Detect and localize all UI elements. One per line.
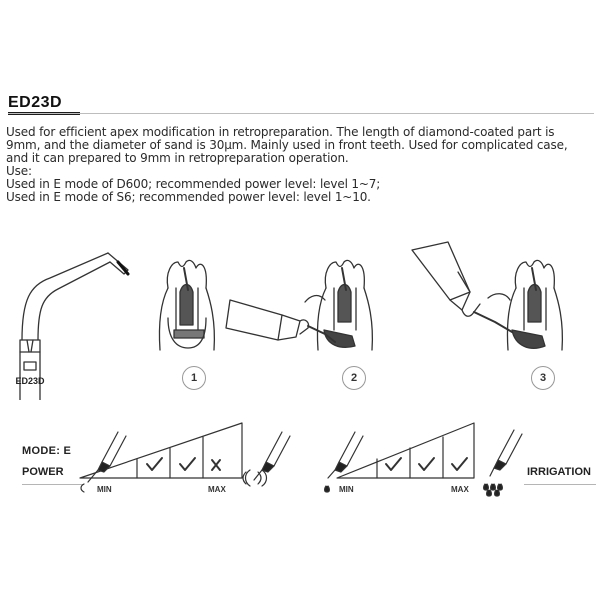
title-underline xyxy=(8,113,594,114)
description-line: Used in E mode of S6; recommended power … xyxy=(6,190,371,204)
step1-tooth xyxy=(158,259,216,351)
step2-tooth-and-instrument xyxy=(225,259,374,351)
irrigation-max-label: MAX xyxy=(451,485,469,494)
tip-label: ED23D xyxy=(15,376,45,386)
step-number-2: 2 xyxy=(342,366,366,390)
step-number-3: 3 xyxy=(531,366,555,390)
irrigation-min-handpiece-icon xyxy=(324,431,364,493)
product-description: Used for efficient apex modification in … xyxy=(6,126,598,204)
step3-tooth-and-instrument xyxy=(411,241,564,351)
irrigation-label: IRRIGATION xyxy=(527,466,591,478)
step-number-1: 1 xyxy=(182,366,206,390)
description-line: Used in E mode of D600; recommended powe… xyxy=(6,177,381,191)
power-baseline-left xyxy=(22,484,84,485)
ed23d-tip-drawing xyxy=(19,252,130,400)
product-code-title: ED23D xyxy=(8,94,63,111)
irrigation-max-handpiece-icon xyxy=(483,429,523,497)
power-label: POWER xyxy=(22,466,64,478)
mode-label: MODE: E xyxy=(22,445,72,457)
power-min-handpiece-icon xyxy=(80,431,127,493)
power-irrigation-scales: MIN MAX MIN MAX xyxy=(79,422,523,497)
procedure-illustration: ED23D xyxy=(15,241,564,400)
irrigation-min-label: MIN xyxy=(339,485,354,494)
description-line: Use: xyxy=(6,164,32,178)
irrigation-scale xyxy=(336,422,475,479)
power-max-label: MAX xyxy=(208,485,226,494)
power-max-handpiece-icon xyxy=(242,431,291,487)
irrigation-baseline-right xyxy=(524,484,596,485)
description-line: Used for efficient apex modification in … xyxy=(6,125,555,139)
description-line: and it can prepared to 9mm in retroprepa… xyxy=(6,151,349,165)
power-min-label: MIN xyxy=(97,485,112,494)
power-scale xyxy=(79,422,243,479)
description-line: 9mm, and the diameter of sand is 30μm. M… xyxy=(6,138,568,152)
